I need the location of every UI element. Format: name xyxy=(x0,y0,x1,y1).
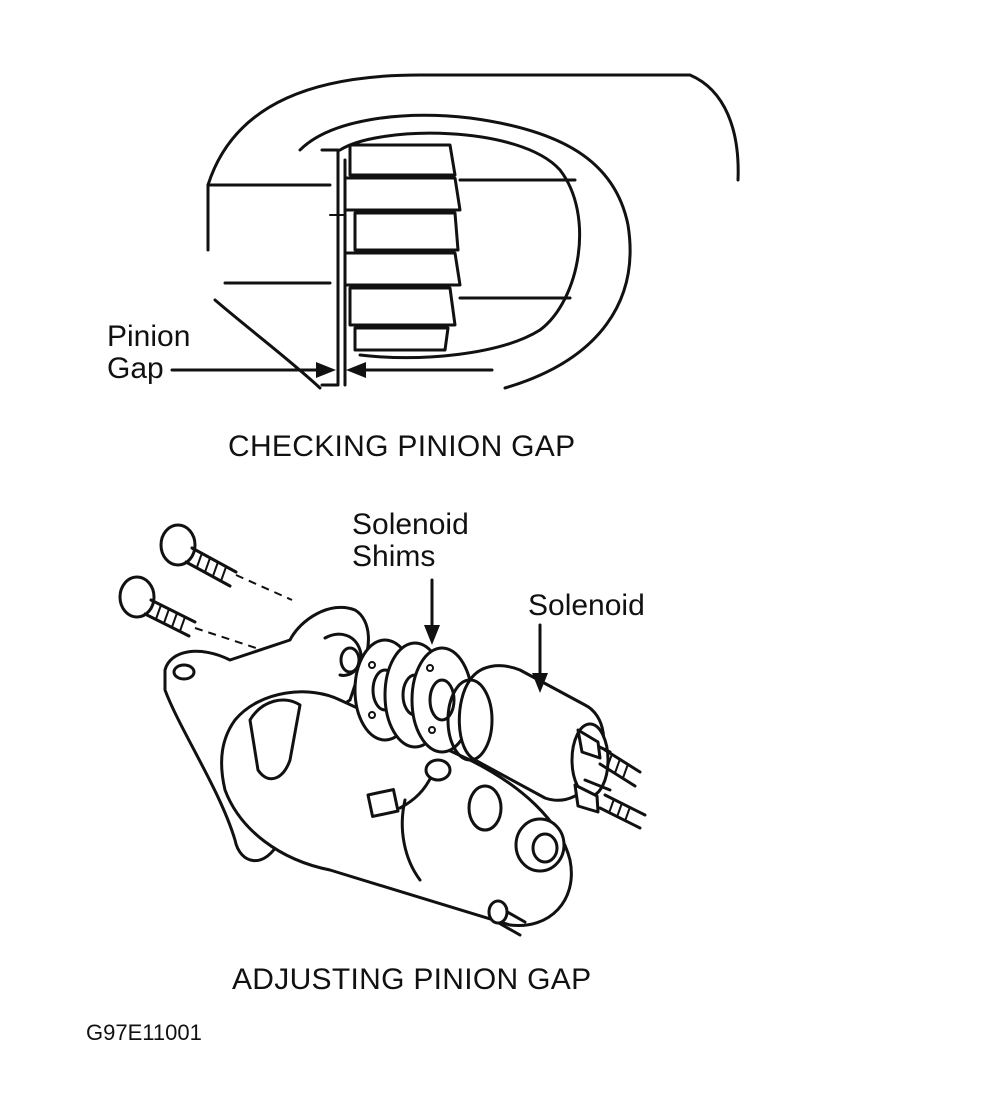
housing-window xyxy=(467,784,503,832)
solenoid-shims-callout-line2: Shims xyxy=(352,540,436,573)
housing-bottom-arc xyxy=(213,298,322,390)
bolt-alignment-line-lower xyxy=(194,627,263,651)
nose-bore xyxy=(339,646,361,674)
inspection-window xyxy=(338,131,582,360)
lead-grommet xyxy=(424,758,452,782)
solenoid-shims xyxy=(353,638,474,754)
solenoid xyxy=(446,664,647,830)
adjusting-pinion-gap-caption: ADJUSTING PINION GAP xyxy=(232,963,592,996)
pinion-gap-callout-line1: Pinion xyxy=(107,320,191,353)
checking-pinion-gap-caption: CHECKING PINION GAP xyxy=(228,430,576,463)
adjusting-pinion-gap-illustration xyxy=(118,523,647,937)
pinion-gap-callout-line2: Gap xyxy=(107,352,164,385)
housing-seam xyxy=(400,798,422,882)
end-cap-boss-inner xyxy=(531,832,559,864)
bolt-alignment-line-upper xyxy=(235,574,293,601)
shims-callout-arrowhead xyxy=(424,625,440,645)
housing-rib xyxy=(248,698,302,781)
housing-lower-curve xyxy=(298,113,632,390)
solenoid-callout-arrowhead xyxy=(532,673,548,693)
figure-id: G97E11001 xyxy=(86,1020,202,1045)
housing-outline xyxy=(206,73,740,187)
nose-cylinder xyxy=(323,632,363,677)
mounting-ear-hole xyxy=(172,663,196,681)
gap-arrowhead-left xyxy=(316,362,336,378)
end-nut xyxy=(487,899,509,925)
solenoid-callout: Solenoid xyxy=(528,589,645,622)
drive-collar xyxy=(320,148,340,387)
mounting-bolt-upper xyxy=(159,523,238,588)
pinion-gear xyxy=(343,143,462,352)
solenoid-shims-callout-line1: Solenoid xyxy=(352,508,469,541)
lead-terminal xyxy=(366,788,400,818)
gap-arrowhead-right xyxy=(346,362,366,378)
checking-pinion-gap-illustration xyxy=(170,73,740,390)
mounting-bolt-lower xyxy=(118,575,197,638)
